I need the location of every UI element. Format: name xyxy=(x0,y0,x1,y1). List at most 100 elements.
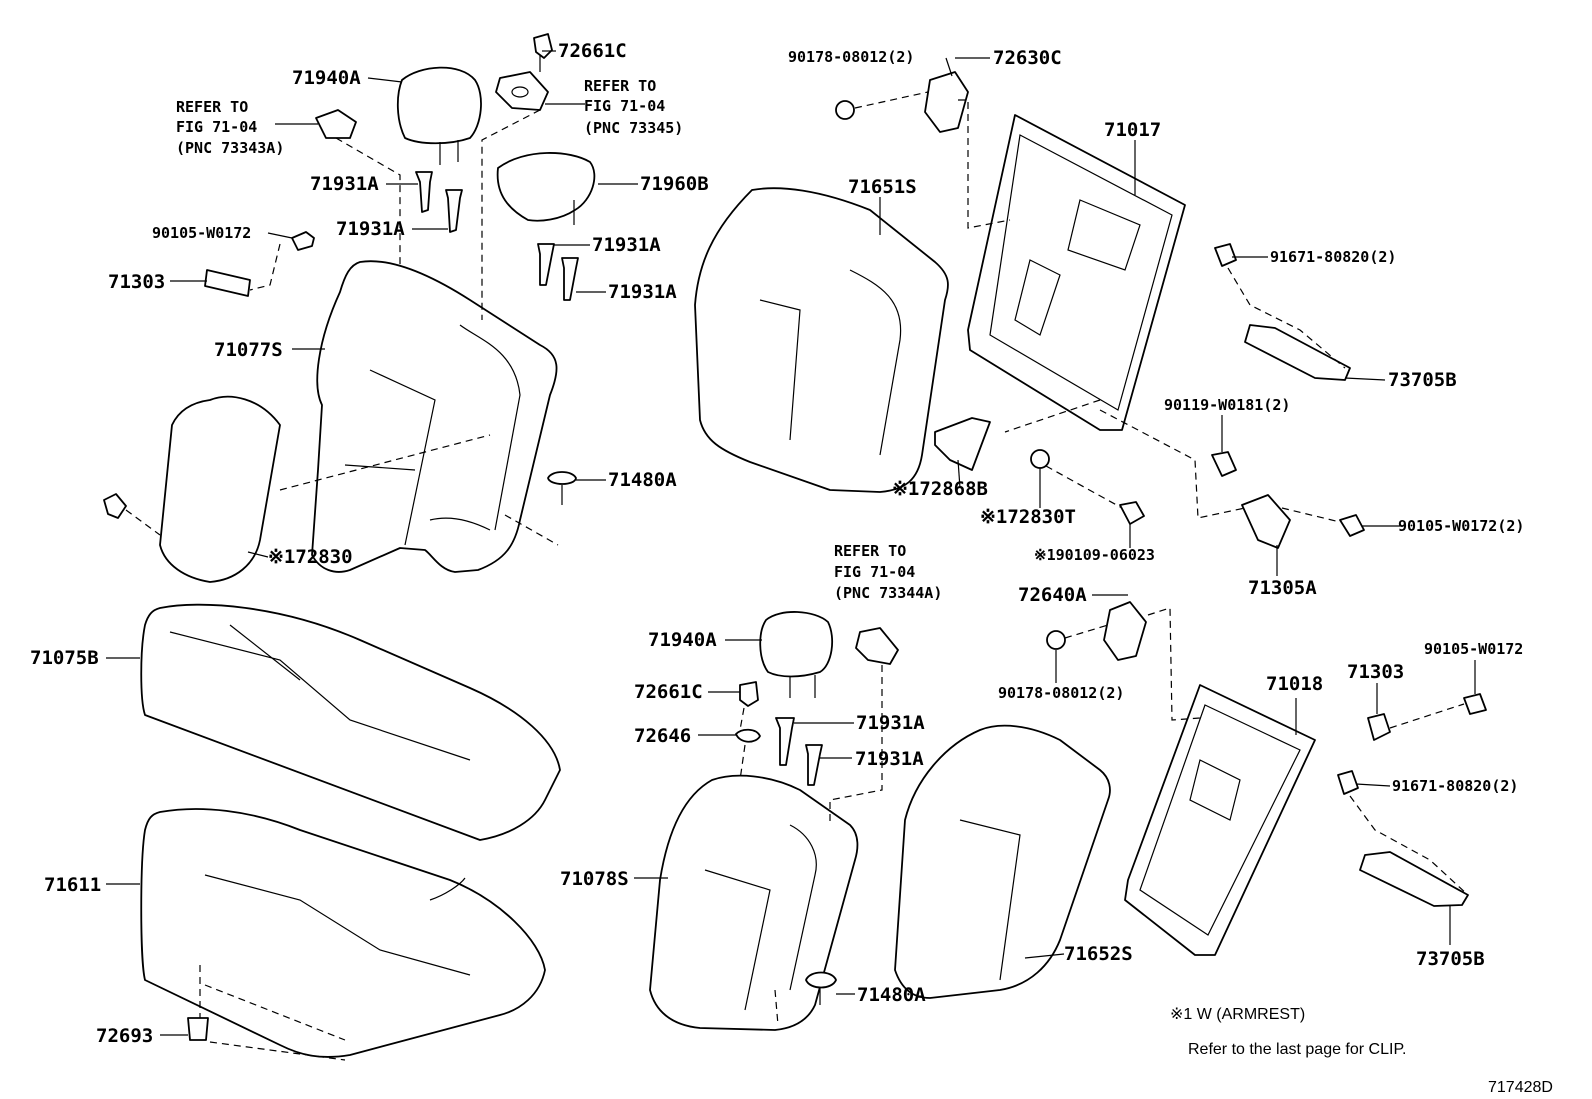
bracket-73345 xyxy=(495,71,549,111)
label-172868b: ※172868B xyxy=(892,478,988,500)
clip-72693 xyxy=(187,1017,209,1041)
bolt-90105-left xyxy=(291,231,315,251)
bolt-armrest-left xyxy=(103,493,127,519)
label-90105-right-2: 90105-W0172(2) xyxy=(1398,517,1524,535)
label-71931a-4: 71931A xyxy=(608,281,677,303)
seatback-cover-71651s xyxy=(694,187,949,493)
label-72630c: 72630C xyxy=(993,47,1062,69)
label-71077s: 71077S xyxy=(214,339,283,361)
label-72693: 72693 xyxy=(96,1025,153,1047)
plug-72661c-top xyxy=(533,33,553,72)
label-172830t: ※172830T xyxy=(980,506,1076,528)
bolt-90105-right xyxy=(1463,693,1487,715)
label-172830: ※172830 xyxy=(268,546,353,568)
clip-73343a xyxy=(315,109,357,139)
headrest-71940a-top xyxy=(396,66,482,165)
bolt-190109 xyxy=(1119,501,1145,525)
seatback-frame-71017 xyxy=(967,114,1186,431)
label-72640a: 72640A xyxy=(1018,584,1087,606)
seatback-cover-71077s xyxy=(311,260,558,573)
seat-cushion-cover-71075b xyxy=(140,603,561,841)
label-91671-bottom: 91671-80820(2) xyxy=(1392,777,1518,795)
guide-71931a-5 xyxy=(775,717,795,766)
label-71960b: 71960B xyxy=(640,173,709,195)
bolt-91671-top xyxy=(1214,243,1237,267)
guide-71931a-3 xyxy=(537,243,555,286)
seatback-cover-71078s xyxy=(649,774,859,1031)
svg-text:(PNC 73345): (PNC 73345) xyxy=(584,119,683,137)
label-71305a: 71305A xyxy=(1248,577,1317,599)
svg-text:(PNC 73343A): (PNC 73343A) xyxy=(176,139,284,157)
label-71940a-top: 71940A xyxy=(292,67,361,89)
label-90105-left: 90105-W0172 xyxy=(152,224,251,242)
label-71652s: 71652S xyxy=(1064,943,1133,965)
label-190109: ※190109-06023 xyxy=(1034,546,1155,564)
hinge-71303-right xyxy=(1367,713,1391,741)
leader-lines xyxy=(106,50,1476,1061)
seatback-cover-71652s xyxy=(894,724,1111,999)
label-73705b-bottom: 73705B xyxy=(1416,948,1485,970)
label-72661c-top: 72661C xyxy=(558,40,627,62)
label-71078s: 71078S xyxy=(560,868,629,890)
label-71931a-5: 71931A xyxy=(856,712,925,734)
guide-71931a-1 xyxy=(415,171,433,213)
lock-72630c xyxy=(924,57,969,133)
hinge-71303-left xyxy=(204,269,251,297)
clip-71480a-top xyxy=(547,471,577,505)
label-71931a-2: 71931A xyxy=(336,218,405,240)
hinge-73705b-top xyxy=(1244,324,1351,381)
armrest-172830 xyxy=(159,395,281,583)
bolt-90105-right-2 xyxy=(1339,514,1365,537)
note-armrest: ※1 W (ARMREST) xyxy=(1170,1006,1305,1023)
headrest-71940a-bottom xyxy=(759,611,834,698)
headrest-71960b xyxy=(496,152,596,225)
clip-71480a-bottom xyxy=(805,971,837,1005)
label-71303-left: 71303 xyxy=(108,271,165,293)
svg-text:REFER TO: REFER TO xyxy=(584,77,656,95)
cover-172868b xyxy=(934,417,991,471)
nut-90178-top xyxy=(835,100,855,120)
clip-72646 xyxy=(735,728,761,743)
nut-90178-bottom xyxy=(1046,630,1066,650)
refer-to-73343a: REFER TO FIG 71-04 (PNC 73343A) xyxy=(176,98,284,157)
guide-71931a-4 xyxy=(561,257,579,301)
guide-71931a-2 xyxy=(445,189,463,233)
label-71611: 71611 xyxy=(44,874,101,896)
seat-cushion-pad-71611 xyxy=(140,808,546,1058)
label-71931a-6: 71931A xyxy=(855,748,924,770)
label-71931a-3: 71931A xyxy=(592,234,661,256)
svg-text:FIG 71-04: FIG 71-04 xyxy=(834,563,915,581)
label-73705b-top: 73705B xyxy=(1388,369,1457,391)
label-71018: 71018 xyxy=(1266,673,1323,695)
label-72646: 72646 xyxy=(634,725,691,747)
label-71017: 71017 xyxy=(1104,119,1161,141)
label-71931a-1: 71931A xyxy=(310,173,379,195)
label-71940a-bottom: 71940A xyxy=(648,629,717,651)
bolt-91671-bottom xyxy=(1337,770,1359,795)
label-71480a-bottom: 71480A xyxy=(857,984,926,1006)
svg-text:(PNC 73344A): (PNC 73344A) xyxy=(834,584,942,602)
svg-text:REFER TO: REFER TO xyxy=(176,98,248,116)
label-71075b: 71075B xyxy=(30,647,99,669)
bolt-90119 xyxy=(1211,451,1237,477)
label-71480a-top: 71480A xyxy=(608,469,677,491)
label-90178-top: 90178-08012(2) xyxy=(788,48,914,66)
label-90178-bottom: 90178-08012(2) xyxy=(998,684,1124,702)
svg-text:FIG 71-04: FIG 71-04 xyxy=(176,118,257,136)
refer-to-73344a: REFER TO FIG 71-04 (PNC 73344A) xyxy=(834,542,942,602)
label-90119: 90119-W0181(2) xyxy=(1164,396,1290,414)
refer-to-73345: REFER TO FIG 71-04 (PNC 73345) xyxy=(584,77,683,137)
label-72661c-bottom: 72661C xyxy=(634,681,703,703)
hinge-73705b-bottom xyxy=(1359,851,1469,907)
hinge-71305a xyxy=(1241,494,1291,549)
nut-172830t xyxy=(1030,449,1050,469)
seatback-frame-71018 xyxy=(1124,684,1316,956)
label-90105-right: 90105-W0172 xyxy=(1424,640,1523,658)
figure-id: 717428D xyxy=(1488,1079,1553,1096)
label-71303-right: 71303 xyxy=(1347,661,1404,683)
svg-text:REFER TO: REFER TO xyxy=(834,542,906,560)
svg-text:FIG 71-04: FIG 71-04 xyxy=(584,97,665,115)
note-clip: Refer to the last page for CLIP. xyxy=(1188,1041,1407,1058)
bracket-73344a xyxy=(855,627,899,665)
